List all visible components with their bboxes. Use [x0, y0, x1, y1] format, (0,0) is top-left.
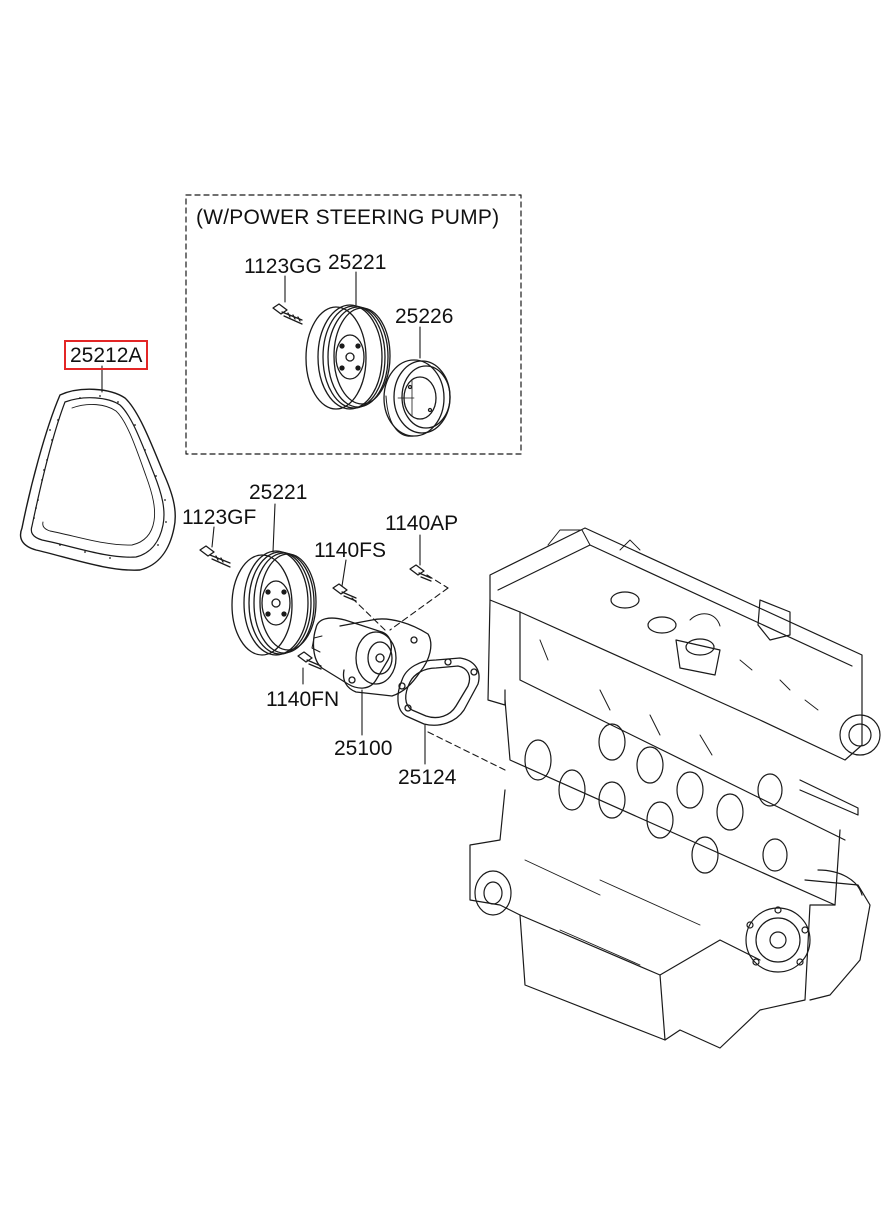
inset-title: (W/POWER STEERING PUMP) — [196, 206, 500, 229]
bolt-1140fn[interactable] — [297, 651, 322, 670]
water-pump-pulley[interactable] — [231, 550, 317, 656]
callout-pulley[interactable]: 25221 — [249, 481, 308, 504]
water-pump-gasket[interactable] — [397, 657, 480, 726]
callout-pulley-bolt[interactable]: 1123GF — [182, 506, 257, 529]
leader-lines — [101, 271, 506, 771]
callout-gasket[interactable]: 25124 — [398, 766, 457, 789]
callout-bolt-fs[interactable]: 1140FS — [314, 539, 386, 562]
callout-inset-bolt[interactable]: 1123GG — [244, 255, 322, 278]
engine-assembly — [469, 527, 881, 1049]
inset-ps-pulley[interactable] — [383, 359, 451, 437]
callout-bolt-ap[interactable]: 1140AP — [385, 512, 459, 535]
callout-water-pump[interactable]: 25100 — [334, 737, 393, 760]
inset-bolt[interactable] — [272, 303, 303, 325]
belt-rib-dots — [33, 395, 167, 559]
drive-belt[interactable] — [19, 388, 176, 571]
callout-inset-pulley[interactable]: 25221 — [328, 251, 387, 274]
bolt-1140fs[interactable] — [332, 583, 357, 602]
bolt-1140ap[interactable] — [409, 564, 432, 582]
water-pump[interactable] — [311, 617, 432, 697]
callout-inset-ps-pulley[interactable]: 25226 — [395, 305, 454, 328]
pulley-bolt[interactable] — [199, 545, 231, 568]
callout-belt[interactable]: 25212A — [64, 340, 149, 370]
inset-frame — [185, 194, 522, 455]
callout-bolt-fn[interactable]: 1140FN — [266, 688, 340, 711]
inset-crank-pulley[interactable] — [305, 304, 391, 410]
